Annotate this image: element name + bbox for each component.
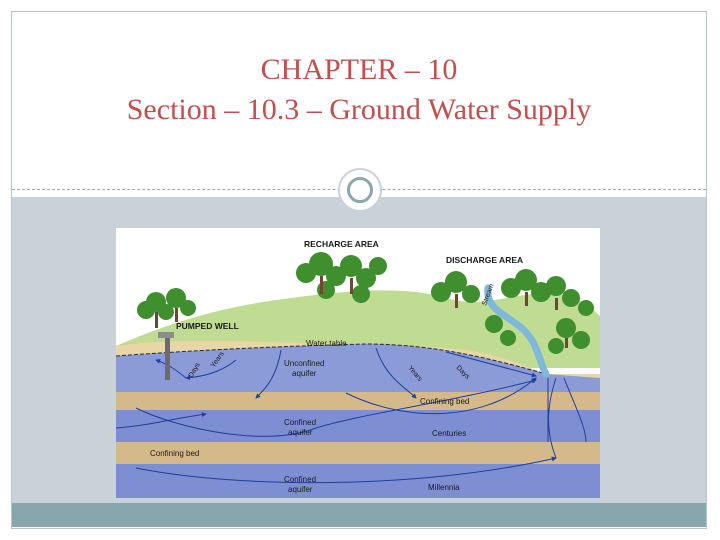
- label-pumped-well: PUMPED WELL: [176, 321, 239, 331]
- label-discharge-area: DISCHARGE AREA: [446, 255, 523, 265]
- well-pipe: [165, 336, 170, 380]
- title-area: CHAPTER – 10 Section – 10.3 – Ground Wat…: [12, 12, 706, 190]
- groundwater-diagram: RECHARGE AREA DISCHARGE AREA PUMPED WELL…: [116, 228, 600, 498]
- stream: [484, 284, 550, 378]
- label-confining-bed-upper: Confining bed: [420, 397, 469, 406]
- label-unconfined-1: Unconfined: [284, 359, 324, 368]
- confined-aquifer-2: [116, 464, 600, 498]
- confining-bed-upper: [116, 392, 600, 410]
- groundwater-svg: RECHARGE AREA DISCHARGE AREA PUMPED WELL…: [116, 228, 600, 498]
- divider-ornament-icon: [338, 168, 382, 212]
- label-confined-2a: Confined: [284, 475, 316, 484]
- footer-bar: [12, 503, 706, 527]
- unconfined-aquifer-top: [116, 344, 600, 388]
- label-confined-1a: Confined: [284, 418, 316, 427]
- label-millennia: Millennia: [428, 483, 460, 492]
- slide-title-chapter: CHAPTER – 10: [260, 53, 458, 86]
- label-centuries: Centuries: [432, 429, 466, 438]
- well-head: [158, 332, 174, 338]
- slide-title-section: Section – 10.3 – Ground Water Supply: [126, 93, 592, 126]
- confining-bed-lower: [116, 442, 600, 464]
- label-confined-2b: aquifer: [288, 485, 313, 494]
- unconfined-aquifer-mid: [116, 384, 600, 392]
- flow-lines: [116, 347, 587, 484]
- label-unconfined-2: aquifer: [292, 369, 317, 378]
- label-recharge-area: RECHARGE AREA: [304, 239, 379, 249]
- label-confined-1b: aquifer: [288, 428, 313, 437]
- label-confining-bed-lower: Confining bed: [150, 449, 199, 458]
- water-table-line: [116, 343, 547, 375]
- label-water-table: Water table: [306, 339, 347, 348]
- trees: [137, 252, 594, 354]
